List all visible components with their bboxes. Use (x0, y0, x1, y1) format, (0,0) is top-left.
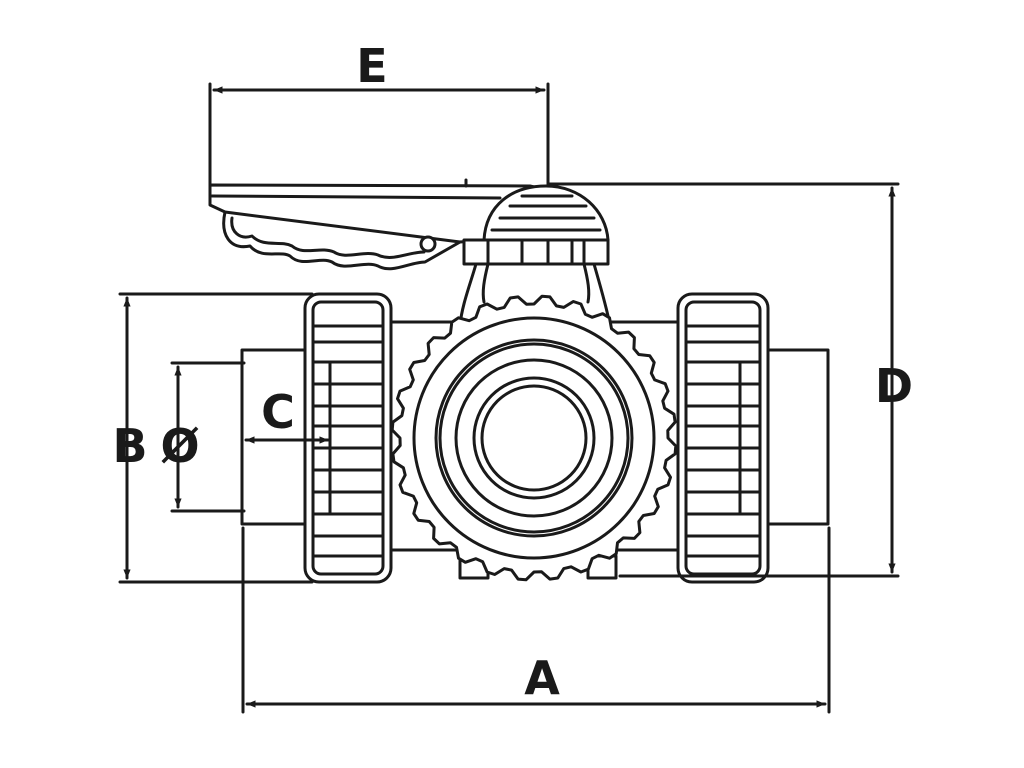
label-d: D (875, 359, 913, 413)
left-union-nut (303, 292, 393, 584)
center-body-port (390, 294, 678, 582)
valve-bonnet (458, 184, 612, 327)
label-a: A (524, 651, 560, 705)
right-union-nut (676, 292, 770, 584)
dimension-lines (118, 82, 900, 714)
label-c: C (261, 385, 295, 439)
dimension-labels: E D B Ø C A (112, 39, 913, 705)
label-e: E (356, 39, 387, 93)
label-diameter: Ø (160, 419, 199, 473)
label-b: B (112, 419, 147, 473)
valve-handle (208, 178, 550, 271)
